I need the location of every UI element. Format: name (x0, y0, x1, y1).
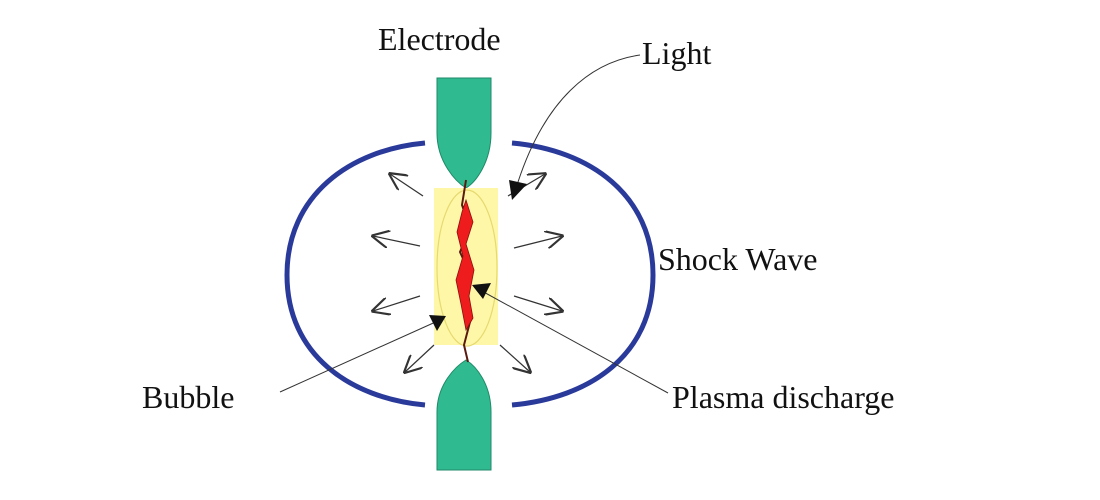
bubble-pointer-head (429, 315, 446, 331)
expansion-arrow (513, 295, 562, 311)
top-electrode (436, 77, 492, 189)
light-pointer-line (517, 54, 641, 183)
expansion-arrow (499, 344, 530, 372)
electrode-label: Electrode (378, 21, 501, 57)
shock-wave-left-arc (284, 140, 426, 408)
expansion-arrow (513, 236, 562, 248)
expansion-arrow (405, 344, 435, 372)
bubble-pointer-line (279, 319, 441, 393)
light-pointer-head (509, 180, 527, 200)
bubble-outline (436, 189, 498, 347)
bottom-electrode (436, 359, 492, 471)
plasma-discharge (455, 198, 475, 332)
shock-wave-label: Shock Wave (658, 241, 817, 277)
expansion-arrow (373, 236, 421, 246)
plasma-pointer-head (472, 283, 491, 299)
bubble-label: Bubble (142, 379, 234, 415)
expansion-arrow (390, 174, 424, 197)
plasma-discharge-label: Plasma discharge (672, 379, 894, 415)
expansion-arrow (373, 295, 421, 311)
shock-wave-right-arc (511, 140, 656, 408)
light-label: Light (642, 35, 711, 71)
plasma-pointer-line (479, 289, 669, 394)
